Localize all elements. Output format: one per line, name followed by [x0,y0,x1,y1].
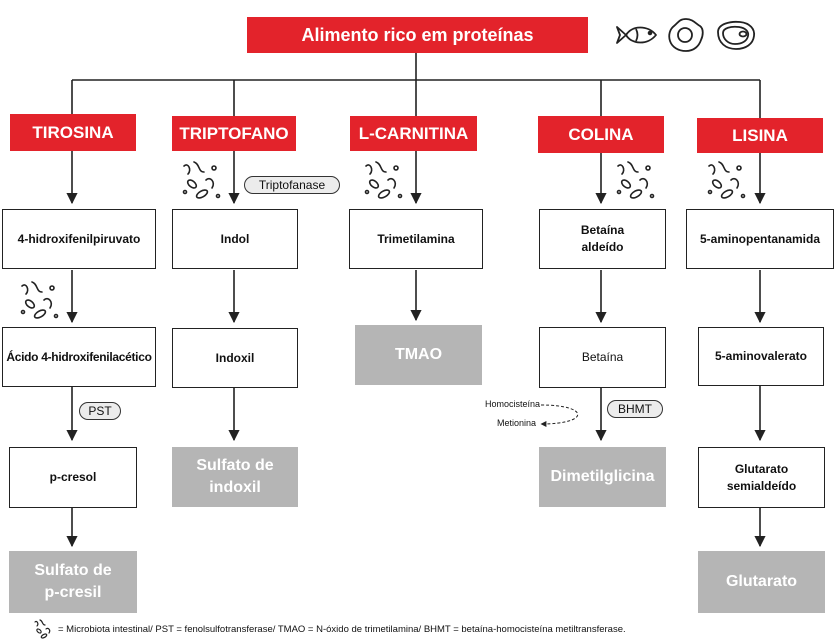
node-betaina: Betaína [539,327,666,388]
final-label: Sulfato de indoxil [196,457,274,496]
node-label: p-cresol [49,470,97,484]
microbiota-icon [182,161,221,199]
node-label: 5-aminovalerato [714,349,808,363]
node-label: Ácido 4-hidroxifenilacético [6,349,152,364]
header-lcarnitina: L-CARNITINA [350,116,477,151]
egg-icon [668,18,704,52]
enzyme-triptofanase: Triptofanase [244,176,340,194]
node-trimetilamina: Trimetilamina [349,209,483,269]
node-label: Glutarato semialdeído [726,461,797,493]
enzyme-triptofanase-label: Triptofanase [258,178,326,192]
enzyme-pst: PST [79,402,121,420]
enzyme-bhmt-label: BHMT [618,402,652,416]
header-colina: COLINA [538,116,664,153]
node-label: Betaína [581,350,624,364]
node-betaina-aldeido: Betaína aldeído [539,209,666,269]
microbiota-icon [616,161,655,199]
header-tirosina-label: TIROSINA [32,122,114,142]
header-tirosina: TIROSINA [10,114,136,151]
microbiota-icon [20,281,59,319]
microbiota-icon [364,161,403,199]
node-5-aminopentanamida: 5-aminopentanamida [686,209,834,269]
final-tmao: TMAO [355,325,482,385]
node-label: Indol [220,231,250,246]
node-indol: Indol [172,209,298,269]
footnote: = Microbiota intestinal/ PST = fenolsulf… [58,624,626,635]
node-4-hidroxifenilpiruvato: 4-hidroxifenilpiruvato [2,209,156,269]
node-indoxil: Indoxil [172,328,298,388]
microbiota-icon [707,161,746,199]
final-sulfato-de-indoxil: Sulfato de indoxil [172,447,298,507]
final-sulfato-de-p-cresil: Sulfato de p-cresil [9,551,137,613]
final-label: Sulfato de p-cresil [34,562,112,601]
header-lcarnitina-label: L-CARNITINA [358,123,469,143]
header-lisina-label: LISINA [732,125,788,145]
node-glutarato-semialdeido: Glutarato semialdeído [698,447,825,508]
final-label: Glutarato [725,573,798,590]
header-colina-label: COLINA [568,124,634,144]
title-box: Alimento rico em proteínas [247,17,588,53]
enzyme-bhmt: BHMT [607,400,663,418]
header-triptofano-label: TRIPTOFANO [179,123,289,143]
enzyme-pst-label: PST [88,404,112,418]
node-label: Betaína aldeído [580,223,625,254]
node-p-cresol: p-cresol [9,447,137,508]
node-5-aminovalerato: 5-aminovalerato [698,327,824,386]
header-lisina: LISINA [697,118,823,153]
final-dimetilglicina: Dimetilglicina [539,447,666,507]
meat-icon [717,20,755,50]
homocysteine-methionine-curve [540,404,578,427]
node-acido-4-hidroxifenilacetico: Ácido 4-hidroxifenilacético [2,327,156,387]
homocisteina-label: Homocisteína [484,399,540,409]
microbiota-icon [34,619,51,639]
final-label: TMAO [394,346,443,363]
final-label: Dimetilglicina [550,468,655,485]
node-label: Indoxil [215,350,255,365]
fish-icon [616,26,657,44]
node-label: 5-aminopentanamida [699,231,821,246]
metionina-label: Metionina [496,418,536,428]
final-glutarato: Glutarato [698,551,825,613]
header-triptofano: TRIPTOFANO [172,116,296,151]
node-label: 4-hidroxifenilpiruvato [17,231,141,246]
title-text: Alimento rico em proteínas [301,24,534,45]
node-label: Trimetilamina [377,231,455,246]
